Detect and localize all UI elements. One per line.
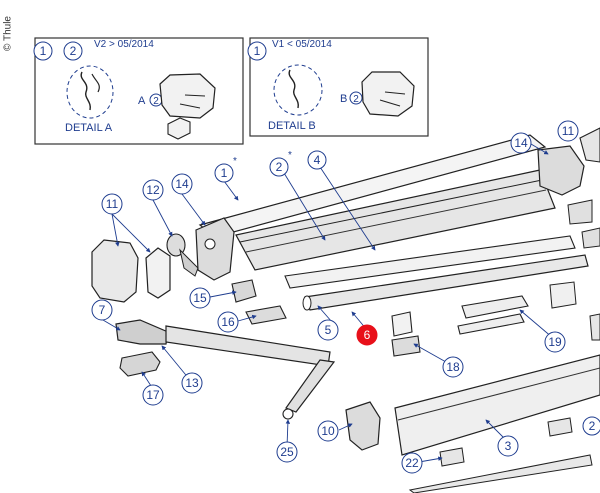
detail-label: DETAIL A (65, 122, 113, 134)
detail-marker-num: 2 (353, 94, 359, 105)
callout-label: 14 (175, 177, 189, 191)
detail-a-circle (66, 65, 114, 119)
asterisk-mark: * (233, 156, 237, 167)
version-badge (247, 41, 267, 61)
callout-17: 17 (142, 384, 164, 406)
callout-label: 11 (562, 124, 575, 138)
version-badge-label: 1 (254, 44, 261, 58)
end-cap-front (345, 401, 381, 451)
callout-label: 15 (193, 291, 207, 305)
detail-marker-num: 2 (153, 96, 159, 107)
callout-label: 2 (589, 419, 596, 433)
detail-box-a-frame (34, 37, 244, 145)
version-badge (63, 41, 83, 61)
lower-strip-profile (284, 235, 576, 289)
highlight-marker (356, 324, 378, 346)
version-badge-label: 1 (40, 44, 47, 58)
detail-b-profile (288, 69, 300, 109)
fabric-roller-profile (235, 169, 556, 271)
callout-15: 15 (189, 287, 211, 309)
arm-upper (165, 325, 331, 367)
callout-1: 1 * (214, 156, 237, 183)
arm-shoulder (115, 319, 169, 345)
callout-label: 1 (221, 166, 228, 180)
callout-12: 12 (142, 179, 164, 201)
clip-22 (439, 447, 465, 467)
front-profile (394, 354, 600, 456)
end-cap-right (579, 127, 600, 163)
bracket-18 (391, 335, 421, 357)
callout-label: 2 (276, 160, 283, 174)
callout-10: 10 (317, 420, 339, 442)
callout-label: 17 (146, 388, 160, 402)
callout-label: 19 (548, 335, 562, 349)
detail-marker-letter: B (340, 93, 347, 105)
callout-label: 14 (514, 136, 528, 150)
callout-14-left: 14 (171, 173, 193, 195)
callout-25: 25 (276, 441, 298, 463)
callout-14-right: 14 (510, 132, 532, 154)
end-cap-inner (145, 247, 171, 299)
mount-pad (119, 351, 161, 377)
callout-label: 13 (185, 376, 199, 390)
gearbox-right (537, 145, 585, 196)
callout-3: 3 (497, 435, 519, 457)
callout-5: 5 (317, 319, 339, 341)
version-badge (33, 41, 53, 61)
callout-2: 2 * (269, 150, 292, 177)
leader-lines (102, 143, 554, 463)
callout-label: 18 (446, 360, 460, 374)
callout-label: 5 (325, 323, 332, 337)
screw-16 (245, 305, 287, 325)
callout-label: 11 (106, 197, 119, 211)
callout-16: 16 (217, 311, 239, 333)
callout-label: 10 (321, 424, 335, 438)
detail-box-b: 1 V1 < 05/2014 DETAIL B B 2 (247, 37, 429, 137)
rail-19-top (461, 295, 529, 319)
callout-18: 18 (442, 356, 464, 378)
callout-19: 19 (544, 331, 566, 353)
arm-lower (285, 359, 336, 413)
version-text: V2 > 05/2014 (94, 39, 154, 50)
bottom-rail (408, 454, 593, 493)
detail-a-profile (80, 71, 92, 111)
callout-11-left: 11 (101, 193, 123, 215)
asterisk-mark: * (288, 150, 292, 161)
callout-label: 25 (280, 445, 294, 459)
callout-label: 12 (146, 183, 160, 197)
end-cap-left (91, 239, 139, 303)
end-cap-part (361, 71, 415, 117)
callout-4: 4 (307, 150, 327, 170)
callout-11-right: 11 (557, 120, 579, 142)
callout-label: 4 (314, 153, 321, 167)
callout-label: 22 (405, 456, 419, 470)
callout-label: 6 (364, 328, 371, 342)
clip-15 (231, 279, 257, 303)
rail-19-bottom (457, 313, 525, 335)
detail-marker-letter: A (138, 95, 146, 107)
callout-label: 16 (221, 315, 235, 329)
clip-part (167, 117, 191, 140)
detail-box-a: 1 2 V2 > 05/2014 DETAIL A A 2 (33, 37, 244, 145)
callout-22: 22 (401, 452, 423, 474)
detail-b-circle (273, 64, 323, 116)
callout-label: 3 (505, 439, 512, 453)
version-badge-label: 2 (70, 44, 77, 58)
detail-box-b-frame (249, 37, 429, 137)
callout-2-right: 2 (582, 416, 600, 436)
version-text: V1 < 05/2014 (272, 39, 332, 50)
callout-label: 7 (99, 303, 106, 317)
callout-7: 7 (91, 299, 113, 321)
gearbox-left (195, 217, 235, 281)
callout-13: 13 (181, 372, 203, 394)
detail-label: DETAIL B (268, 120, 316, 132)
callout-6-highlight: 6 (356, 324, 378, 346)
end-cap-part (159, 73, 216, 119)
